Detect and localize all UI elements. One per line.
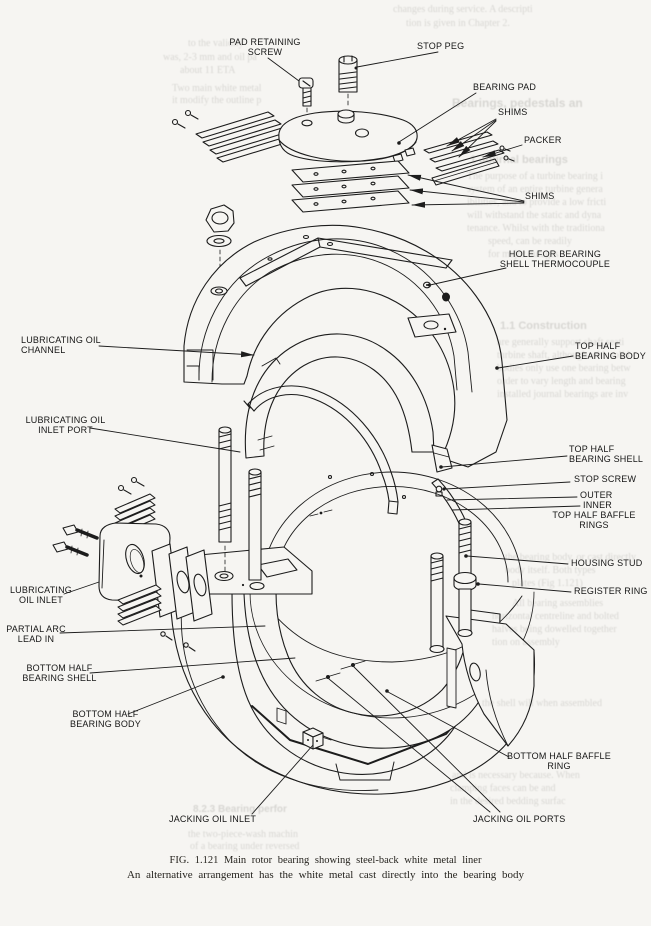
jacking-oil-ports-marks xyxy=(315,660,366,682)
label-inner: INNER xyxy=(583,500,613,510)
stop-peg-drawing xyxy=(338,55,358,109)
label-shims-mid: SHIMS xyxy=(525,191,555,201)
label-stop-peg: STOP PEG xyxy=(417,41,465,51)
nut-and-washer-drawing xyxy=(205,204,235,285)
leader-lines xyxy=(59,51,581,815)
lubricating-oil-inlet-assembly-drawing xyxy=(52,476,213,652)
figure-caption-line2: An alternative arrangement has the white… xyxy=(126,869,525,881)
left-shims-drawing xyxy=(171,109,296,163)
shim-plate-stack-drawing xyxy=(291,160,410,213)
label-register-ring: REGISTER RING xyxy=(574,586,648,596)
label-jacking-oil-ports: JACKING OIL PORTS xyxy=(473,814,566,824)
register-ring-drawing xyxy=(453,571,477,638)
top-half-bearing-body-drawing xyxy=(183,224,508,468)
housing-studs-drawing xyxy=(218,426,472,654)
label-packer: PACKER xyxy=(524,135,562,145)
label-jacking-oil-inlet: JACKING OIL INLET xyxy=(169,814,257,824)
label-outer: OUTER xyxy=(580,490,613,500)
label-bearing-pad: BEARING PAD xyxy=(473,82,537,92)
label-stop-screw: STOP SCREW xyxy=(574,474,637,484)
figure-caption-line1: FIG. 1.121 Main rotor bearing showing st… xyxy=(169,855,482,866)
jacking-oil-inlet-drawing xyxy=(302,727,324,750)
top-half-bearing-shell-drawing xyxy=(244,333,435,459)
right-shims-and-packer-drawing xyxy=(423,131,515,186)
pad-retaining-screw-drawing xyxy=(298,77,314,120)
label-shims-top: SHIMS xyxy=(498,107,528,117)
top-half-baffle-rings-drawing xyxy=(243,385,468,529)
bearing-pad-drawing xyxy=(278,109,418,163)
right-split-block-drawing xyxy=(445,615,535,747)
top-half-bearing-shell-segment-drawing xyxy=(431,444,453,473)
label-housing-stud: HOUSING STUD xyxy=(571,558,643,568)
